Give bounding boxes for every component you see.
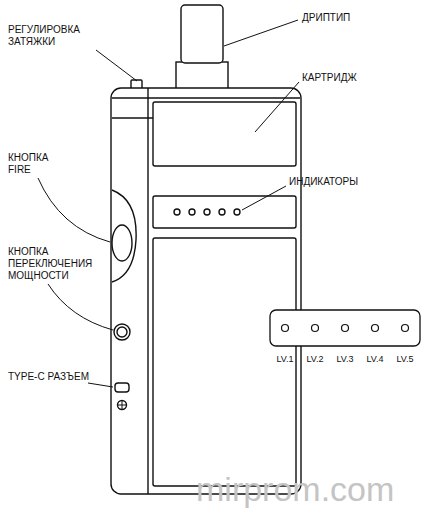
leader-line <box>88 383 113 387</box>
indicator-dot <box>219 209 225 215</box>
power-button-ring <box>117 327 127 337</box>
leader-line <box>38 178 110 242</box>
level-label: LV.2 <box>306 354 323 365</box>
indicator-dot <box>189 209 195 215</box>
inset-outline <box>268 308 422 378</box>
level-label: LV.3 <box>336 354 353 365</box>
indicator-dot <box>204 209 210 215</box>
side-cutout <box>112 190 136 282</box>
part-label: КНОПКА ПЕРЕКЛЮЧЕНИЯ МОЩНОСТИ <box>8 246 108 282</box>
power-button <box>114 324 130 340</box>
indicator-inset: LV.1 LV.2 LV.3 LV.4 LV.5 <box>268 308 422 378</box>
inset-box <box>270 310 420 346</box>
part-label: РЕГУЛИРОВКА ЗАТЯЖКИ <box>8 24 108 48</box>
fire-button <box>112 225 132 261</box>
part-label: TYPE-C РАЗЪЕМ <box>8 371 89 383</box>
side-edge <box>147 88 148 494</box>
part-label: КНОПКА FIRE <box>8 152 70 176</box>
leader-line <box>255 82 299 132</box>
part-label: ДРИПТИП <box>302 12 350 24</box>
cartridge-window <box>153 102 296 166</box>
level-label: LV.4 <box>366 354 383 365</box>
indicator-dot <box>174 209 180 215</box>
driptip-base <box>176 62 228 90</box>
device-body <box>111 88 301 494</box>
indicator-dot <box>342 325 349 332</box>
indicator-dot <box>372 325 379 332</box>
screw-cross <box>117 400 127 410</box>
part-label: КАРТРИДЖ <box>302 72 357 84</box>
leader-line <box>96 50 137 81</box>
indicator-dot <box>282 325 289 332</box>
indicator-strip <box>153 196 296 228</box>
level-label: LV.5 <box>396 354 413 365</box>
indicator-dot <box>402 325 409 332</box>
watermark: mirprom.com <box>196 470 394 508</box>
top-ledge <box>112 97 300 98</box>
part-label: ИНДИКАТОРЫ <box>289 176 358 188</box>
lower-panel <box>153 238 296 486</box>
indicator-dot <box>234 209 240 215</box>
indicator-dot <box>312 325 319 332</box>
type-c-port <box>115 383 129 392</box>
side-seam <box>112 117 153 118</box>
driptip <box>181 5 223 63</box>
leader-line <box>242 186 286 210</box>
leader-line <box>224 20 298 46</box>
leader-line <box>48 284 113 330</box>
level-label: LV.1 <box>276 354 293 365</box>
screw-symbol <box>118 401 127 410</box>
